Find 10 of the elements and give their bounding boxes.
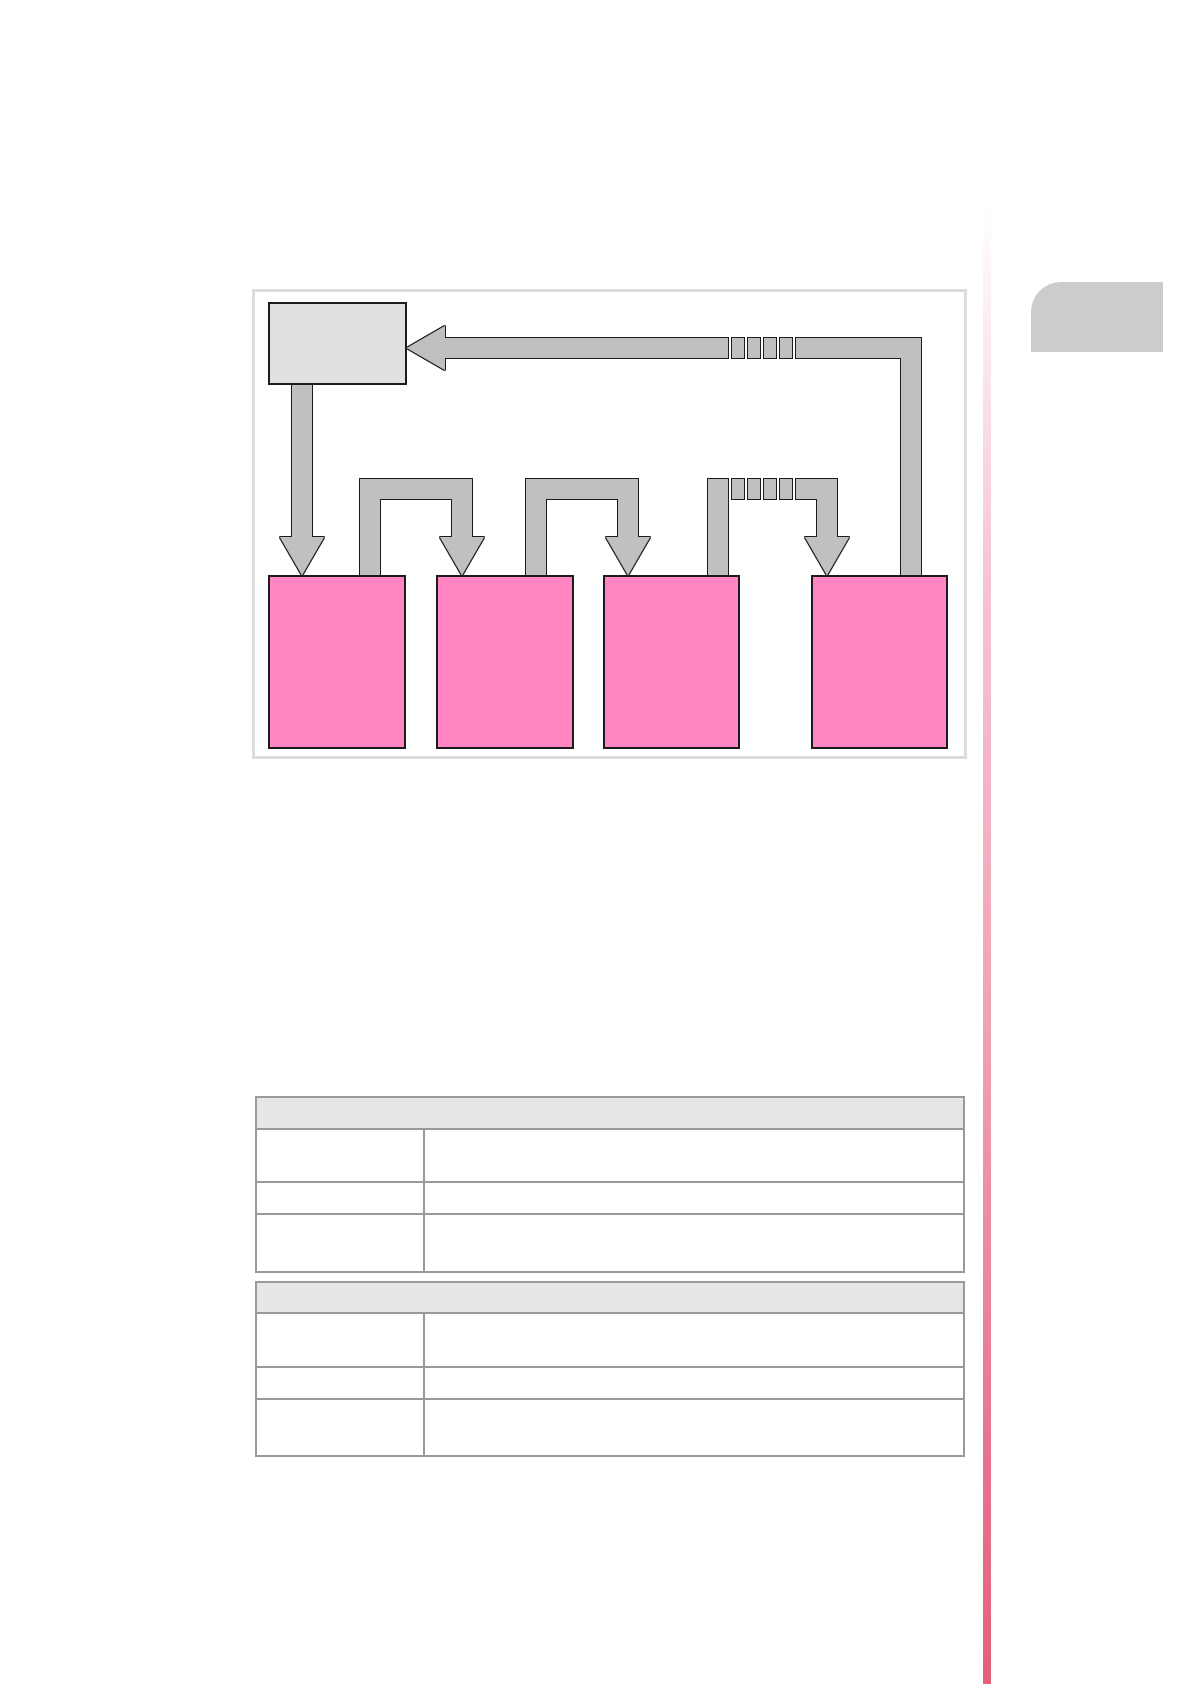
block-arrow [280,385,324,575]
block-arrow [360,479,484,575]
block-arrow [708,479,849,575]
block-arrow [407,326,921,575]
process-box [268,575,406,749]
process-box [268,302,407,385]
process-box [603,575,740,749]
process-box [811,575,948,749]
process-box [436,575,574,749]
block-arrow [526,479,650,575]
